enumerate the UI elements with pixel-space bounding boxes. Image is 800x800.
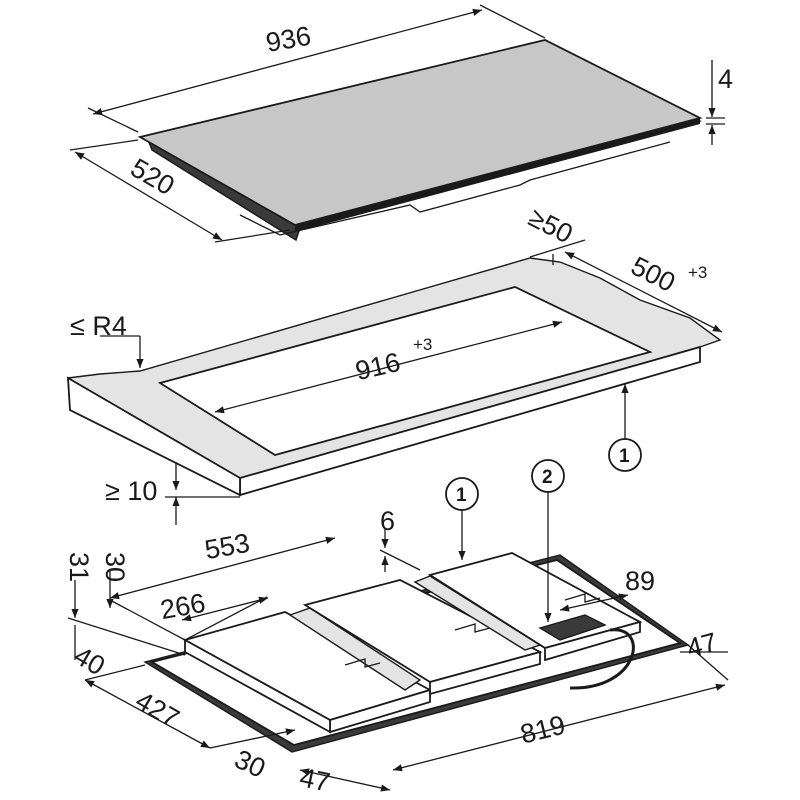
min-worktop-thickness-label: ≥ 10 xyxy=(105,476,157,506)
dim-30-top-label: 30 xyxy=(100,552,130,582)
induction-modules xyxy=(182,552,643,734)
cutout-width-tolerance: +3 xyxy=(413,335,432,354)
min-back-distance-label: ≥50 xyxy=(524,202,578,249)
dim-6-label: 6 xyxy=(380,506,395,536)
cutout-depth-tolerance: +3 xyxy=(688,263,707,282)
dim-819-label: 819 xyxy=(517,710,568,750)
dim-47-bottom-label: 47 xyxy=(297,762,333,798)
hob-thickness-label: 4 xyxy=(718,64,733,94)
cutout-dimension-lines xyxy=(100,239,723,525)
corner-radius-label: ≤ R4 xyxy=(70,311,127,341)
dim-553-label: 553 xyxy=(202,528,252,565)
dim-30-bottom-label: 30 xyxy=(230,744,270,784)
cutout-depth-label: 500 xyxy=(626,251,680,298)
dim-427-label: 427 xyxy=(130,685,184,734)
callout-circle-1 xyxy=(608,438,642,472)
callout-1-label: 1 xyxy=(619,446,630,467)
callout-circle-2 xyxy=(531,459,565,493)
callout-1-underside-label: 1 xyxy=(456,485,467,506)
dim-89-label: 89 xyxy=(625,566,655,596)
hob-glass-top xyxy=(137,39,703,242)
underside-dimension-lines xyxy=(67,492,729,792)
callout-circle-1-underside xyxy=(445,477,479,511)
hob-dimension-lines xyxy=(69,4,725,243)
callout-2-label: 2 xyxy=(542,467,553,488)
dim-266-label: 266 xyxy=(158,588,208,625)
dim-47-right-label: 47 xyxy=(683,627,720,664)
dim-31-label: 31 xyxy=(64,552,94,582)
hob-width-label: 936 xyxy=(264,21,314,58)
